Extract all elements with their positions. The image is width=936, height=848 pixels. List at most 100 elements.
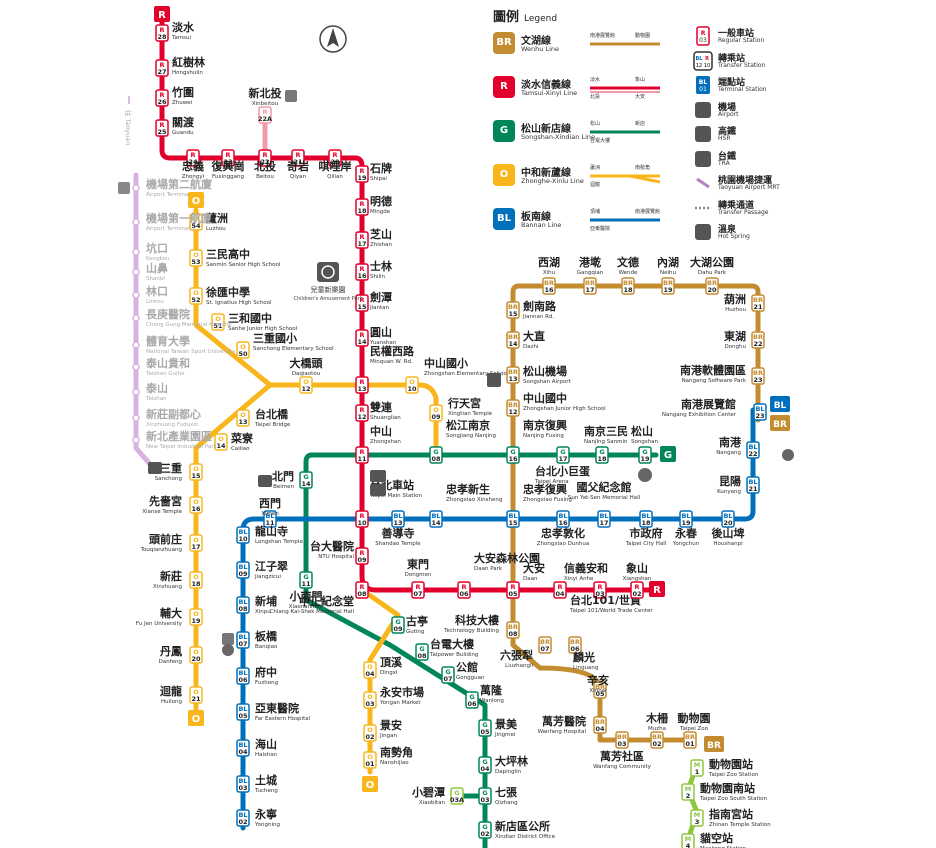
station-m4[interactable]: M4貓空站Maokong Station xyxy=(681,831,747,848)
